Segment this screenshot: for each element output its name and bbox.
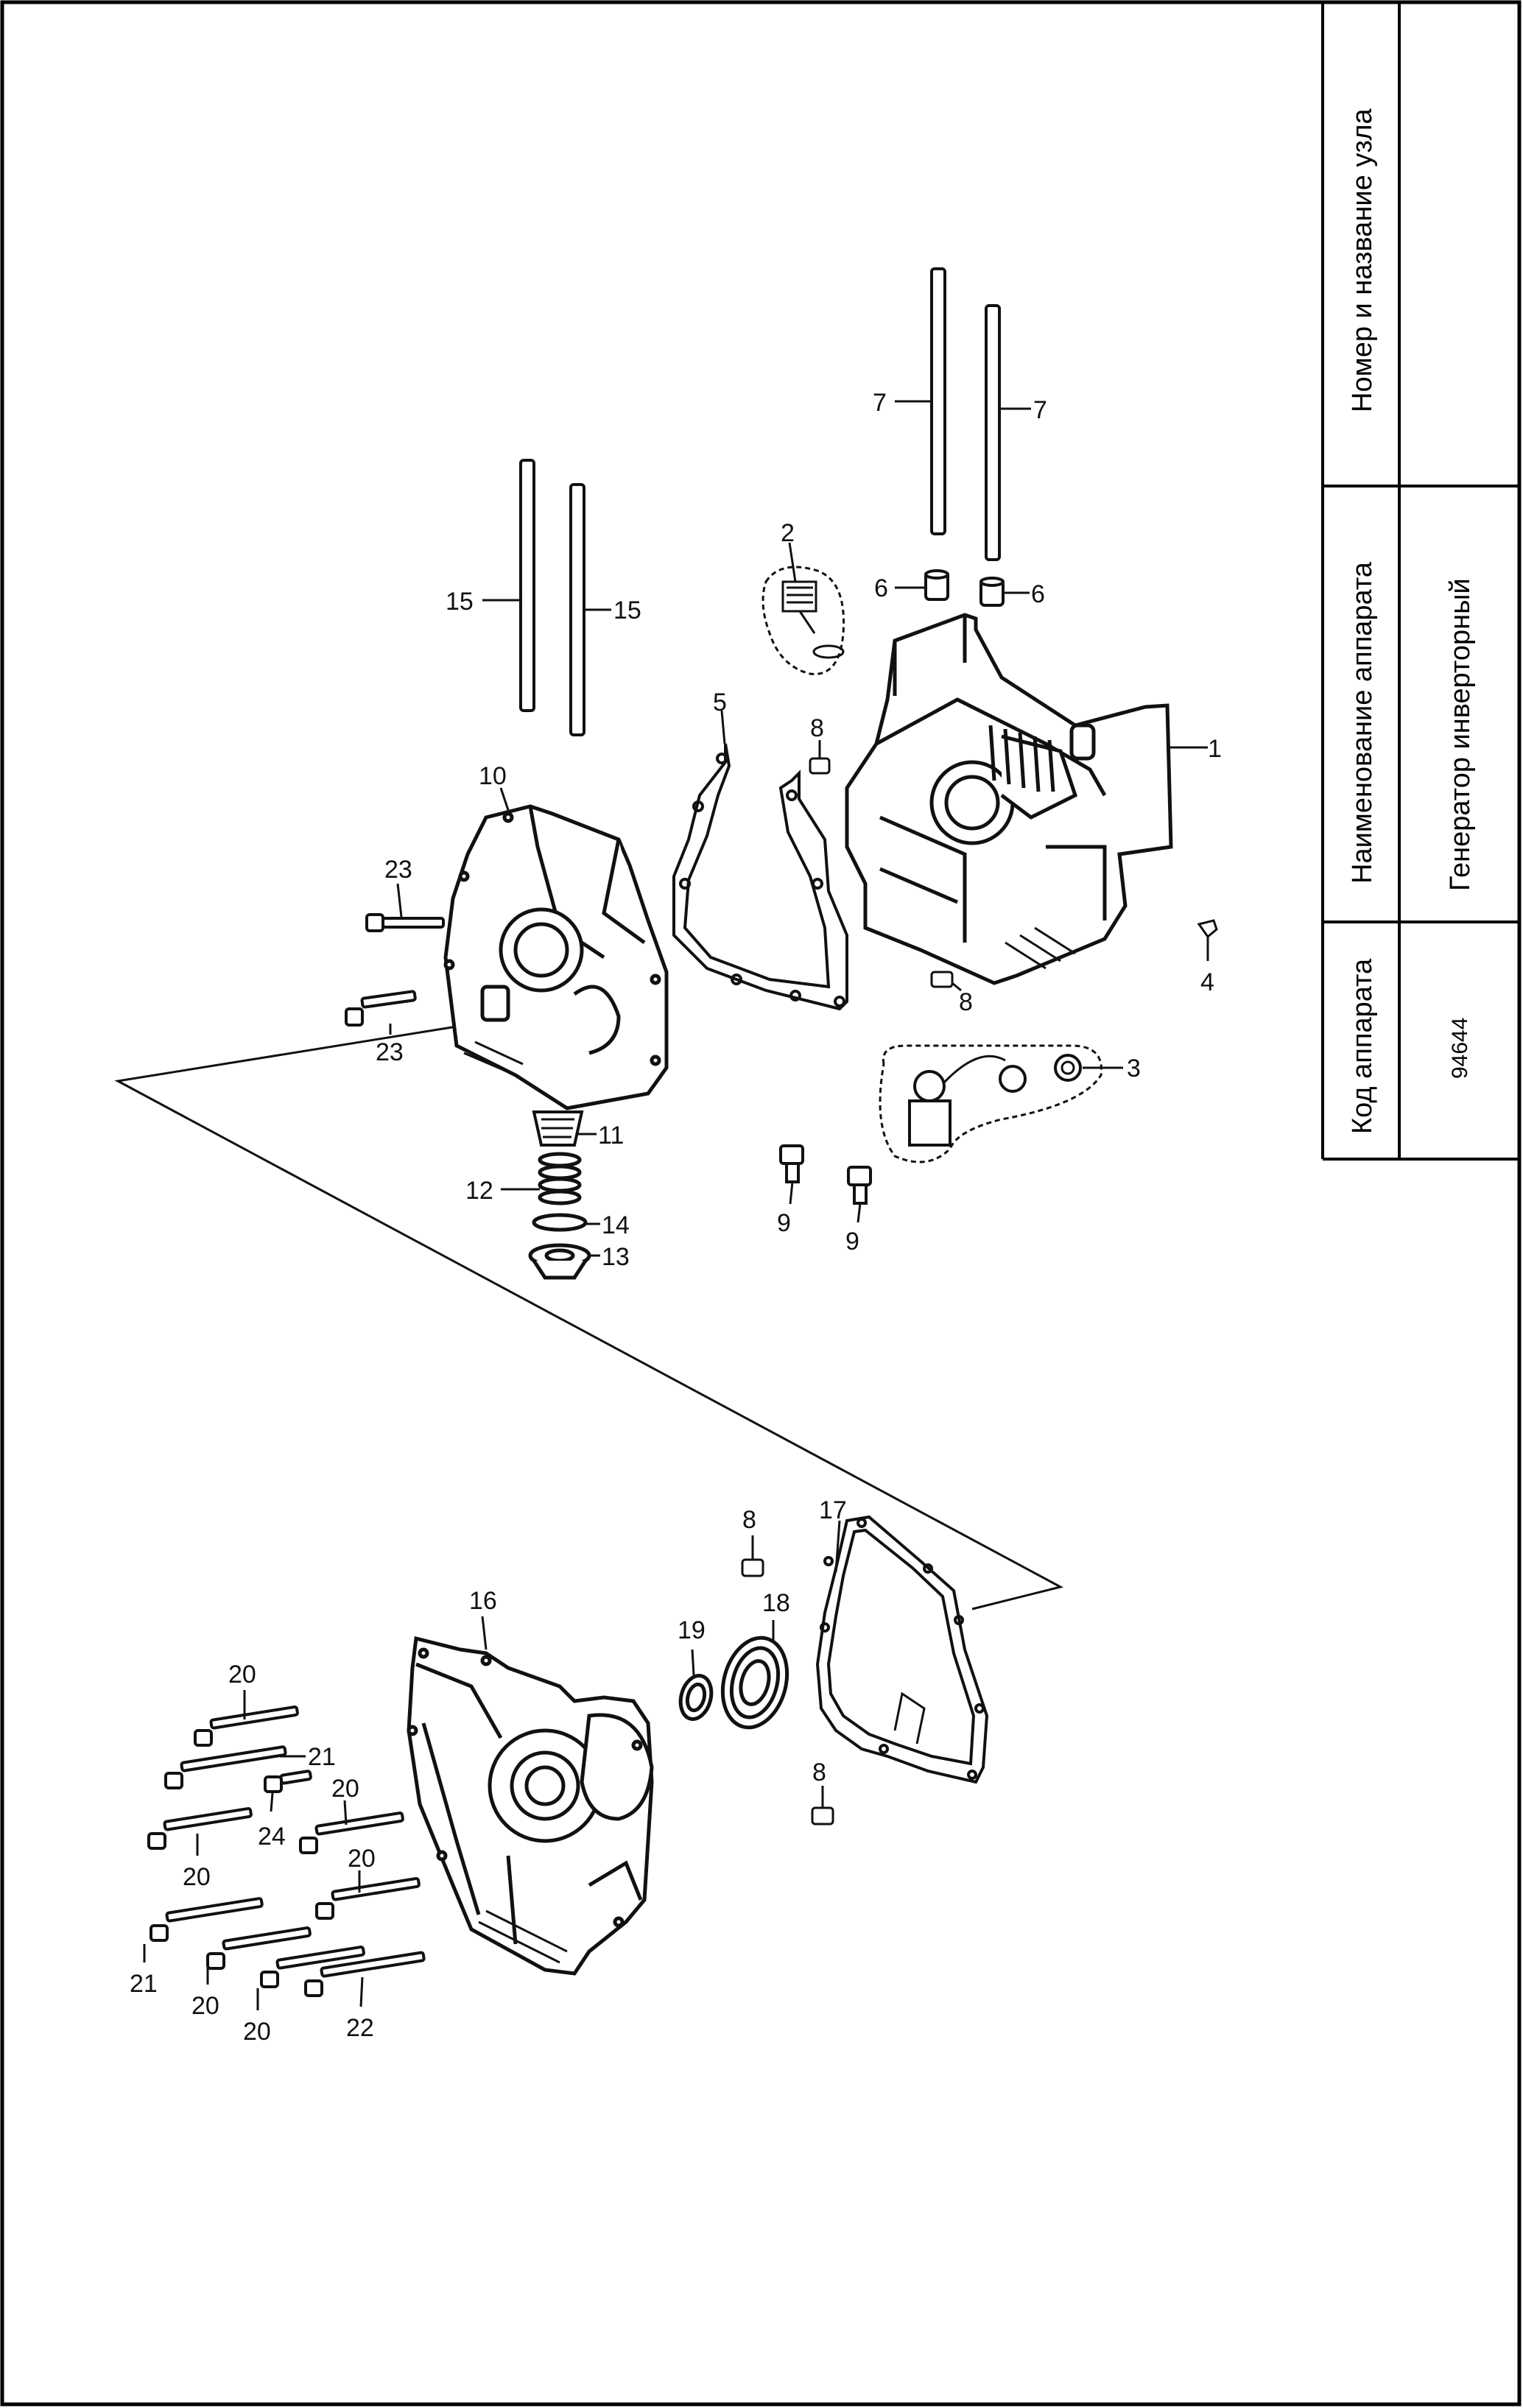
callout-24: 24 [258,1823,286,1851]
callout-1: 1 [1208,735,1222,763]
callout-9b: 9 [845,1228,859,1256]
callout-21a: 21 [308,1743,336,1771]
callout-20d: 20 [348,1845,376,1873]
callout-13: 13 [602,1243,630,1271]
leader-line-10 [499,787,510,811]
callout-6a: 6 [874,574,888,602]
callout-7b: 7 [1033,396,1047,424]
title-block [1321,2,1521,1161]
callout-23b: 23 [376,1038,404,1066]
leader-line-8b [952,982,962,992]
leader-lines-15 [482,599,611,611]
bolt-icon [779,1144,872,1205]
bushing-icon [924,569,1005,607]
callout-18: 18 [762,1589,790,1617]
rod-icon [930,267,1001,561]
leader-line-19 [691,1649,695,1676]
leader-lines-23 [389,883,403,1035]
oil-seal-icon [678,1674,714,1721]
dowel-pin-icon [809,757,831,775]
callout-12: 12 [465,1177,493,1205]
crankcase-cover-icon [407,1636,654,1976]
rod-icon [519,459,585,736]
callout-4: 4 [1200,968,1214,996]
callout-20b: 20 [331,1775,359,1803]
label-code: Код аппарата [1347,958,1378,1134]
dowel-pin-icon [741,1558,764,1577]
gasket-icon [815,1515,989,1784]
gasket-icon [672,743,848,1011]
leader-lines-7 [895,400,1031,410]
leader-lines-bolts [143,1690,364,2010]
dowel-pin-icon [930,971,954,988]
callout-20a: 20 [228,1661,256,1689]
callout-3: 3 [1127,1055,1141,1082]
screw-icon [1197,919,1218,939]
callout-8d: 8 [812,1759,826,1786]
callout-20e: 20 [191,1992,219,2020]
callout-21b: 21 [130,1970,158,1998]
callout-11: 11 [598,1122,624,1150]
assembly-guide-lines [114,1022,1064,1610]
leader-line-17 [834,1520,841,1573]
label-device-name: Наименование аппарата [1347,561,1378,884]
leader-lines-6 [895,586,1030,594]
leader-lines-9 [789,1181,862,1223]
callout-7a: 7 [873,389,887,417]
callout-6b: 6 [1031,580,1045,608]
leader-line-16 [481,1616,488,1650]
callout-22: 22 [346,2014,374,2042]
oil-strainer-icon [532,1110,584,1147]
callout-2: 2 [781,519,795,547]
drain-plug-icon [528,1243,591,1280]
dowel-pin-icon [811,1806,834,1826]
callout-15a: 15 [446,588,474,616]
leader-line-5 [720,710,726,744]
bolt-icon [147,1705,426,1997]
callout-9a: 9 [777,1209,791,1237]
callout-20c: 20 [183,1863,211,1891]
o-ring-icon [532,1213,588,1232]
leader-line-2 [788,542,797,582]
oil-cap-icon [762,566,845,675]
crankcase-icon [845,613,1173,985]
callout-15b: 15 [613,596,641,624]
callout-17: 17 [819,1496,847,1524]
callout-8a: 8 [810,714,824,742]
callout-23a: 23 [384,856,412,884]
value-code: 94644 [1448,1018,1472,1079]
callout-8c: 8 [742,1506,756,1534]
callout-10: 10 [479,762,507,790]
callout-16: 16 [469,1587,497,1615]
crankcase-cover-icon [443,804,669,1110]
spring-icon [538,1152,582,1205]
callout-14: 14 [602,1211,630,1239]
value-device-name: Генератор инверторный [1445,578,1476,891]
leader-lines-11-14 [501,1133,600,1257]
callout-5: 5 [713,689,727,717]
callout-20f: 20 [243,2018,271,2046]
label-unit: Номер и название узла [1347,108,1378,412]
bolt-icon [345,913,445,1027]
callout-8b: 8 [959,988,973,1016]
oil-sensor-icon [879,1044,1102,1163]
callout-19: 19 [678,1616,706,1644]
bearing-icon [720,1636,789,1730]
